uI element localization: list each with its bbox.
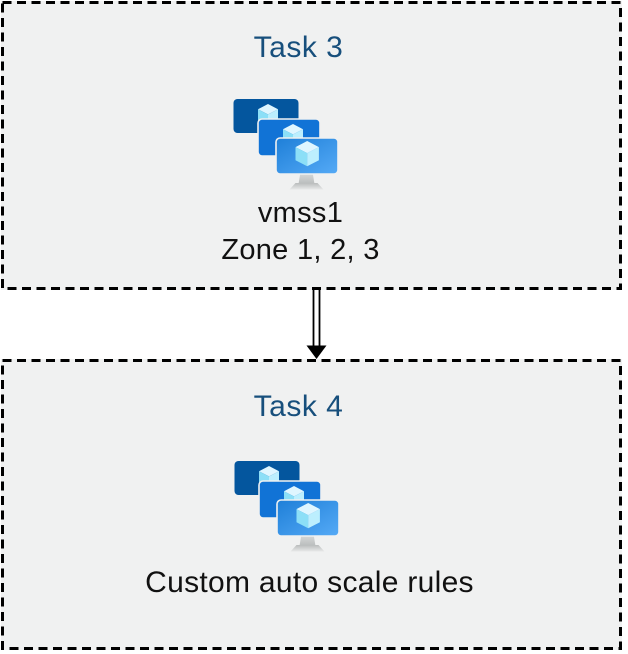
zones-label: Zone 1, 2, 3: [221, 234, 380, 266]
autoscale-label: Custom auto scale rules: [145, 566, 474, 599]
task3-box: Task 3 vmss1 Zone 1, 2, 3: [1, 1, 622, 290]
vmss-name-label: vmss1: [257, 197, 344, 229]
task4-caption: Custom auto scale rules: [0, 564, 620, 601]
vm-scale-sets-icon: [233, 98, 339, 190]
task4-box: Task 4 Custom auto scale rules: [1, 359, 622, 650]
vm-scale-sets-icon: [234, 460, 340, 552]
task3-title: Task 3: [253, 31, 344, 64]
down-arrow-icon: [306, 290, 327, 359]
task3-caption: vmss1 Zone 1, 2, 3: [0, 195, 611, 269]
task4-title: Task 4: [253, 390, 344, 423]
